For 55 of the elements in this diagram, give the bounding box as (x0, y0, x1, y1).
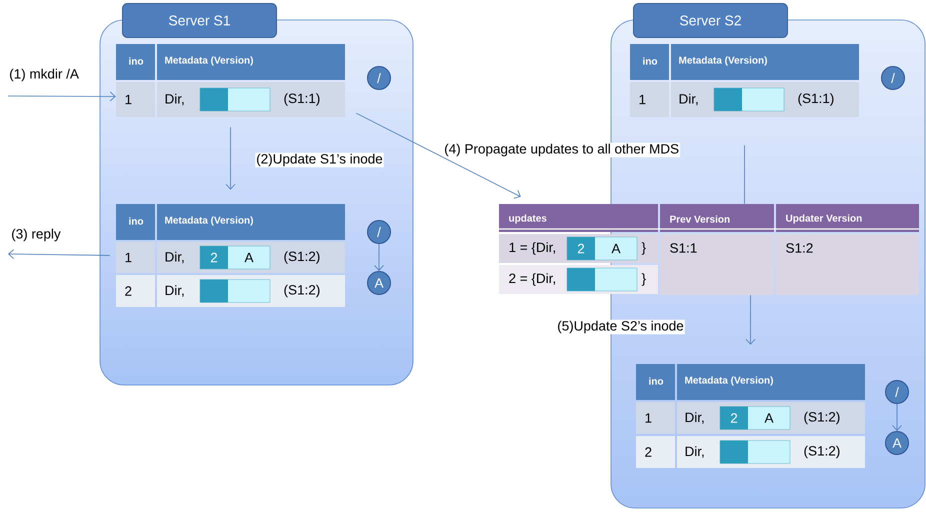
table-cell: S1:1 (660, 234, 774, 295)
cell-text: Dir, (680, 94, 698, 106)
bar-label: A (764, 413, 774, 423)
arrow (746, 294, 756, 345)
arrow (374, 244, 384, 271)
cell-text: (S1:2) (284, 284, 320, 298)
edge-label: (4) Propagate updates to all other MDS (443, 142, 680, 158)
cell-text: 2 = {Dir, (509, 273, 555, 286)
cell-text: 1 = {Dir, (510, 242, 555, 255)
cell-text: (S1:2) (804, 446, 840, 458)
column-header: Metadata (Version) (677, 364, 865, 400)
cell-text: } (642, 273, 646, 286)
table-cell: S1:2 (776, 234, 919, 295)
column-header: Updater Version (776, 204, 919, 232)
cell-text: (S1:1) (284, 93, 320, 106)
bar-label: 2 (578, 244, 584, 254)
edge-label: (2)Update S1’s inode (255, 152, 384, 168)
cell-text: } (642, 242, 646, 255)
cell-text: Dir, (686, 446, 704, 458)
column-header: ino (116, 44, 155, 80)
bar-label: A (244, 252, 254, 262)
cell-text: Dir, (166, 94, 184, 106)
cell-text: Dir, (166, 252, 184, 264)
bar-label: 2 (730, 413, 738, 423)
arrow (226, 126, 236, 190)
column-header: Metadata (Version) (671, 44, 859, 80)
arrow (8, 249, 110, 259)
column-header: Prev Version (660, 204, 774, 232)
edge-label: (1) mkdir /A (8, 68, 80, 82)
cell-text: (S1:2) (284, 251, 320, 264)
column-header: Metadata (Version) (157, 204, 345, 240)
column-header: ino (630, 44, 669, 80)
column-header: updates (499, 204, 658, 232)
bar-label: 2 (210, 252, 218, 262)
arrow (356, 112, 521, 199)
edge-label: (5)Update S2’s inode (556, 320, 685, 334)
table-cell: 1 (630, 82, 669, 117)
edge-label: (3) reply (10, 228, 62, 242)
server-tab: Server S1 (122, 3, 277, 38)
table-cell: 2 (116, 275, 155, 307)
cell-text: (S1:1) (798, 93, 834, 106)
column-header: ino (636, 364, 675, 400)
cell-text: Dir, (686, 412, 704, 424)
arrow (892, 404, 902, 431)
arrow (8, 92, 116, 102)
table-cell: 1 (116, 82, 155, 117)
column-header: ino (116, 204, 155, 240)
cell-text: (S1:2) (804, 412, 840, 424)
server-tab: Server S2 (633, 3, 788, 38)
table-cell: 2 (636, 436, 675, 468)
cell-text: Dir, (166, 285, 184, 297)
table-cell: 1 (636, 402, 675, 434)
bar-label: A (612, 244, 620, 254)
column-header: Metadata (Version) (157, 44, 345, 80)
table-cell: 1 (116, 242, 155, 273)
